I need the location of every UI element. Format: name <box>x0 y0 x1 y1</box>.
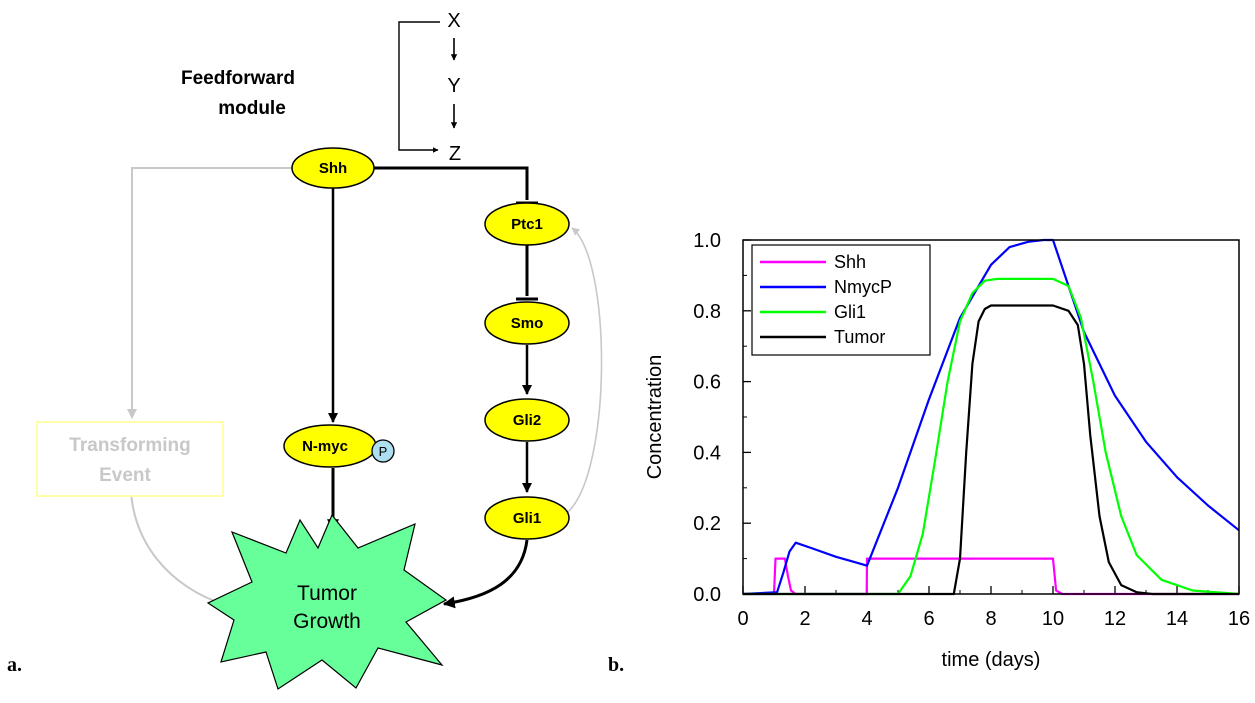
panel-a-diagram: Feedforward module X Y Z Shh <box>7 10 603 690</box>
node-gli1-label: Gli1 <box>513 510 541 527</box>
x-tick-label: 12 <box>1104 608 1126 630</box>
tumor-label-line2: Growth <box>293 610 361 633</box>
node-nmyc-label: N-myc <box>302 438 348 455</box>
plot-area-frame <box>742 239 1240 595</box>
x-tick-label: 14 <box>1166 608 1188 630</box>
panel-b-chart: b. 0 2 4 6 8 10 12 14 16 0.0 0.2 0.4 0.6 0.8 1.0 time … <box>608 230 1250 676</box>
y-tick-label: 0.6 <box>693 372 721 394</box>
shh-inhibits-ptc1 <box>374 166 529 200</box>
x-tick-label: 2 <box>799 608 810 630</box>
legend-label-shh: Shh <box>834 252 866 272</box>
node-gli2-label: Gli2 <box>513 412 541 429</box>
transforming-event-box: Transforming Event <box>36 421 224 497</box>
x-tick-label: 10 <box>1042 608 1064 630</box>
gli1-to-tumor-arrow <box>442 539 529 609</box>
phospho-badge <box>371 439 395 463</box>
x-tick-label: 16 <box>1228 608 1250 630</box>
series-line-tumor <box>743 304 1239 596</box>
y-axis-label: Concentration <box>644 355 666 480</box>
y-tick-label: 0.8 <box>693 301 721 323</box>
node-nmyc: N-myc P <box>283 424 395 468</box>
x-tick-label: 4 <box>861 608 872 630</box>
transforming-label-line2: Event <box>99 465 151 486</box>
legend-label-nmycp: NmycP <box>834 277 892 297</box>
transforming-label-line1: Transforming <box>69 435 190 456</box>
x-tick-label: 6 <box>923 608 934 630</box>
node-x: X <box>447 10 460 32</box>
node-smo-label: Smo <box>511 315 544 332</box>
transforming-to-tumor-arrow <box>129 477 227 608</box>
module-title-line1: Feedforward <box>181 68 295 89</box>
gli1-feedback-arrow <box>567 227 603 513</box>
y-tick-label: 0.0 <box>693 584 721 606</box>
panel-a-label: a. <box>7 654 22 676</box>
node-z: Z <box>449 143 461 165</box>
y-tick-label: 0.4 <box>693 442 721 464</box>
panel-b-label: b. <box>608 654 624 676</box>
tumor-growth-burst: Tumor Growth <box>206 513 448 690</box>
x-to-z-bypass-arrow <box>398 21 440 153</box>
node-shh: Shh <box>291 147 375 189</box>
module-title-line2: module <box>218 98 286 119</box>
shh-to-transforming-arrow <box>127 167 292 419</box>
node-gli1: Gli1 <box>484 496 570 540</box>
tumor-label-line1: Tumor <box>297 582 357 605</box>
legend-label-tumor: Tumor <box>834 327 885 347</box>
node-gli2: Gli2 <box>484 398 570 442</box>
x-axis-label: time (days) <box>942 649 1041 671</box>
y-tick-label: 0.2 <box>693 513 721 535</box>
x-tick-label: 8 <box>985 608 996 630</box>
series-line-gli1 <box>743 277 1240 596</box>
node-y: Y <box>447 75 460 97</box>
chart-ticks: 0 2 4 6 8 10 12 14 16 0.0 0.2 0.4 0.6 0.8 1.0 <box>693 230 1250 630</box>
node-ptc1: Ptc1 <box>484 202 570 246</box>
x-tick-label: 0 <box>737 608 748 630</box>
phospho-label: P <box>379 444 388 459</box>
node-ptc1-label: Ptc1 <box>511 216 543 233</box>
legend-label-gli1: Gli1 <box>834 302 866 322</box>
node-smo: Smo <box>484 301 570 345</box>
node-shh-label: Shh <box>319 160 347 177</box>
y-tick-label: 1.0 <box>693 230 721 252</box>
